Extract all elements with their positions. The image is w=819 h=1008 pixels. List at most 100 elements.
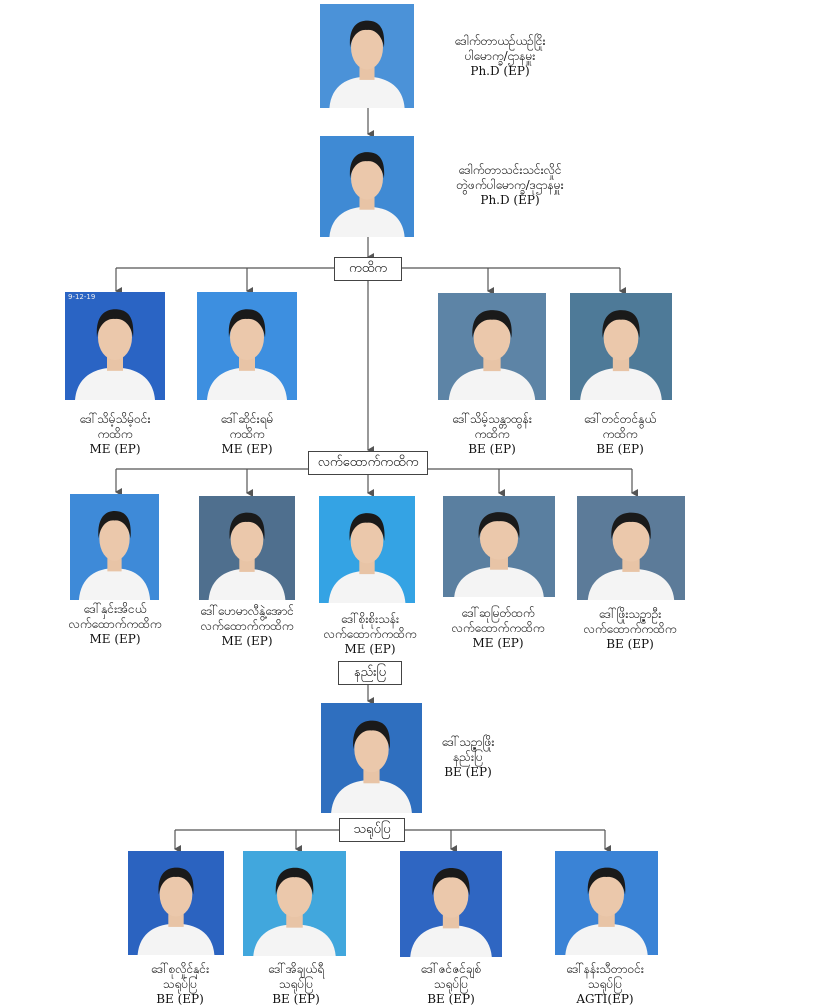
tutor-name: ဒေါ်သဉ္ဇာဖြိုး xyxy=(441,735,495,749)
portrait-image xyxy=(570,293,672,400)
assistant-lecturer-level-label: လက်ထောက်ကထိက xyxy=(308,451,428,475)
demonstrator-caption-4: ဒေါ်နန်းသီတာဝင်း သရုပ်ပြ AGTI(EP) xyxy=(540,962,670,1007)
demonstrator-caption-2: ဒေါ်အိချယ်ရီ သရုပ်ပြ BE (EP) xyxy=(236,962,356,1007)
lecturer-caption-2: ဒေါ်ဆိုင်းရမ် ကထိက ME (EP) xyxy=(187,412,307,457)
lecturer-photo-4 xyxy=(570,293,672,400)
demonstrator-role: သရုပ်ပြ xyxy=(587,977,623,991)
lecturer-name: ဒေါ်သိမ့်သိမ့်ဝင်း xyxy=(79,412,151,426)
assistant-lecturer-degree: ME (EP) xyxy=(344,642,396,656)
lecturer-caption-4: ဒေါ်တင်တင်နွယ် ကထိက BE (EP) xyxy=(560,412,680,457)
assistant-lecturer-role: လက်ထောက်ကထိက xyxy=(68,617,162,631)
portrait-image xyxy=(320,136,414,237)
lecturer-degree: ME (EP) xyxy=(221,442,273,456)
deputy-photo xyxy=(320,136,414,237)
lecturer-caption-3: ဒေါ်သိမ့်သန္တာထွန်း ကထိက BE (EP) xyxy=(422,412,562,457)
tutor-level-label: နည်းပြ xyxy=(338,661,402,685)
assistant-lecturer-caption-1: ဒေါ်နှင်းအိငယ် လက်ထောက်ကထိက ME (EP) xyxy=(45,602,185,647)
lecturer-role: ကထိက xyxy=(474,427,510,441)
deputy-role: တွဲဖက်ပါမောက္ခ/ဒုဌာနမှူး xyxy=(456,178,564,192)
demonstrator-degree: BE (EP) xyxy=(272,992,320,1006)
demonstrator-name: ဒေါ်အိချယ်ရီ xyxy=(268,962,324,976)
assistant-lecturer-name: ဒေါ်စိုးစိုးသန်း xyxy=(340,612,400,626)
portrait-image xyxy=(320,4,414,108)
tutor-caption: ဒေါ်သဉ္ဇာဖြိုး နည်းပြ BE (EP) xyxy=(418,735,518,780)
deputy-name: ဒေါက်တာသင်းသင်းလှိုင် xyxy=(458,163,562,177)
lecturer-degree: ME (EP) xyxy=(89,442,141,456)
portrait-image xyxy=(577,496,685,600)
portrait-image xyxy=(400,851,502,957)
assistant-lecturer-caption-5: ဒေါ်ဖြိုးသဉ္ဇာဦး လက်ထောက်ကထိက BE (EP) xyxy=(560,607,700,652)
assistant-lecturer-photo-1 xyxy=(70,494,159,600)
demonstrator-photo-2 xyxy=(243,851,346,956)
demonstrator-role: သရုပ်ပြ xyxy=(278,977,314,991)
portrait-image xyxy=(199,496,295,600)
tutor-role: နည်းပြ xyxy=(453,750,483,764)
head-caption: ဒေါက်တာယဉ်ယဉ်ငြိုး ပါမောက္ခ/ဌာနမှူး Ph.D… xyxy=(430,34,570,79)
assistant-lecturer-photo-3 xyxy=(319,496,415,603)
assistant-lecturer-caption-4: ဒေါ်ဆုမြတ်ထက် လက်ထောက်ကထိက ME (EP) xyxy=(428,606,568,651)
assistant-lecturer-name: ဒေါ်နှင်းအိငယ် xyxy=(83,602,147,616)
lecturer-role: ကထိက xyxy=(229,427,265,441)
head-degree: Ph.D (EP) xyxy=(470,64,530,78)
portrait-image xyxy=(243,851,346,956)
assistant-lecturer-name: ဒေါ်ဆုမြတ်ထက် xyxy=(461,606,535,620)
head-photo xyxy=(320,4,414,108)
lecturer-degree: BE (EP) xyxy=(596,442,644,456)
assistant-lecturer-role: လက်ထောက်ကထိက xyxy=(200,619,294,633)
portrait-image xyxy=(438,293,546,400)
photo-date-stamp: 9-12-19 xyxy=(68,293,96,301)
portrait-image xyxy=(555,851,658,955)
demonstrator-caption-1: ဒေါ်စုလှိုင်နှင်း သရုပ်ပြ BE (EP) xyxy=(120,962,240,1007)
assistant-lecturer-degree: ME (EP) xyxy=(472,636,524,650)
portrait-image xyxy=(65,292,165,400)
lecturer-name: ဒေါ်တင်တင်နွယ် xyxy=(583,412,657,426)
assistant-lecturer-name: ဒေါ်ဟေမာလီနွဲ့အောင် xyxy=(200,604,294,618)
assistant-lecturer-photo-5 xyxy=(577,496,685,600)
assistant-lecturer-degree: BE (EP) xyxy=(606,637,654,651)
portrait-image xyxy=(319,496,415,603)
assistant-lecturer-name: ဒေါ်ဖြိုးသဉ္ဇာဦး xyxy=(598,607,662,621)
demonstrator-caption-3: ဒေါ်ဇင်ဇင်ချစ် သရုပ်ပြ BE (EP) xyxy=(391,962,511,1007)
demonstrator-level-label: သရုပ်ပြ xyxy=(339,818,405,842)
demonstrator-name: ဒေါ်နန်းသီတာဝင်း xyxy=(566,962,644,976)
deputy-caption: ဒေါက်တာသင်းသင်းလှိုင် တွဲဖက်ပါမောက္ခ/ဒုဌ… xyxy=(420,163,600,208)
assistant-lecturer-photo-4 xyxy=(443,496,555,597)
lecturer-photo-2 xyxy=(197,292,297,400)
lecturer-caption-1: ဒေါ်သိမ့်သိမ့်ဝင်း ကထိက ME (EP) xyxy=(55,412,175,457)
assistant-lecturer-degree: ME (EP) xyxy=(89,632,141,646)
assistant-lecturer-caption-3: ဒေါ်စိုးစိုးသန်း လက်ထောက်ကထိက ME (EP) xyxy=(300,612,440,657)
tutor-photo xyxy=(321,703,422,813)
demonstrator-name: ဒေါ်ဇင်ဇင်ချစ် xyxy=(420,962,482,976)
demonstrator-degree: BE (EP) xyxy=(156,992,204,1006)
assistant-lecturer-role: လက်ထောက်ကထိက xyxy=(583,622,677,636)
head-name: ဒေါက်တာယဉ်ယဉ်ငြိုး xyxy=(454,34,546,48)
head-role: ပါမောက္ခ/ဌာနမှူး xyxy=(464,49,536,63)
assistant-lecturer-photo-2 xyxy=(199,496,295,600)
tutor-degree: BE (EP) xyxy=(444,765,492,779)
demonstrator-photo-3 xyxy=(400,851,502,957)
lecturer-name: ဒေါ်ဆိုင်းရမ် xyxy=(220,412,274,426)
demonstrator-photo-1 xyxy=(128,851,224,955)
portrait-image xyxy=(70,494,159,600)
deputy-degree: Ph.D (EP) xyxy=(480,193,540,207)
lecturer-photo-1: 9-12-19 xyxy=(65,292,165,400)
demonstrator-degree: BE (EP) xyxy=(427,992,475,1006)
assistant-lecturer-role: လက်ထောက်ကထိက xyxy=(451,621,545,635)
portrait-image xyxy=(128,851,224,955)
portrait-image xyxy=(321,703,422,813)
lecturer-role: ကထိက xyxy=(97,427,133,441)
assistant-lecturer-degree: ME (EP) xyxy=(221,634,273,648)
demonstrator-role: သရုပ်ပြ xyxy=(433,977,469,991)
demonstrator-photo-4 xyxy=(555,851,658,955)
portrait-image xyxy=(443,496,555,597)
lecturer-photo-3 xyxy=(438,293,546,400)
assistant-lecturer-caption-2: ဒေါ်ဟေမာလီနွဲ့အောင် လက်ထောက်ကထိက ME (EP) xyxy=(177,604,317,649)
lecturer-level-label: ကထိက xyxy=(334,257,402,281)
lecturer-name: ဒေါ်သိမ့်သန္တာထွန်း xyxy=(452,412,532,426)
lecturer-degree: BE (EP) xyxy=(468,442,516,456)
lecturer-role: ကထိက xyxy=(602,427,638,441)
portrait-image xyxy=(197,292,297,400)
demonstrator-role: သရုပ်ပြ xyxy=(162,977,198,991)
demonstrator-name: ဒေါ်စုလှိုင်နှင်း xyxy=(150,962,210,976)
